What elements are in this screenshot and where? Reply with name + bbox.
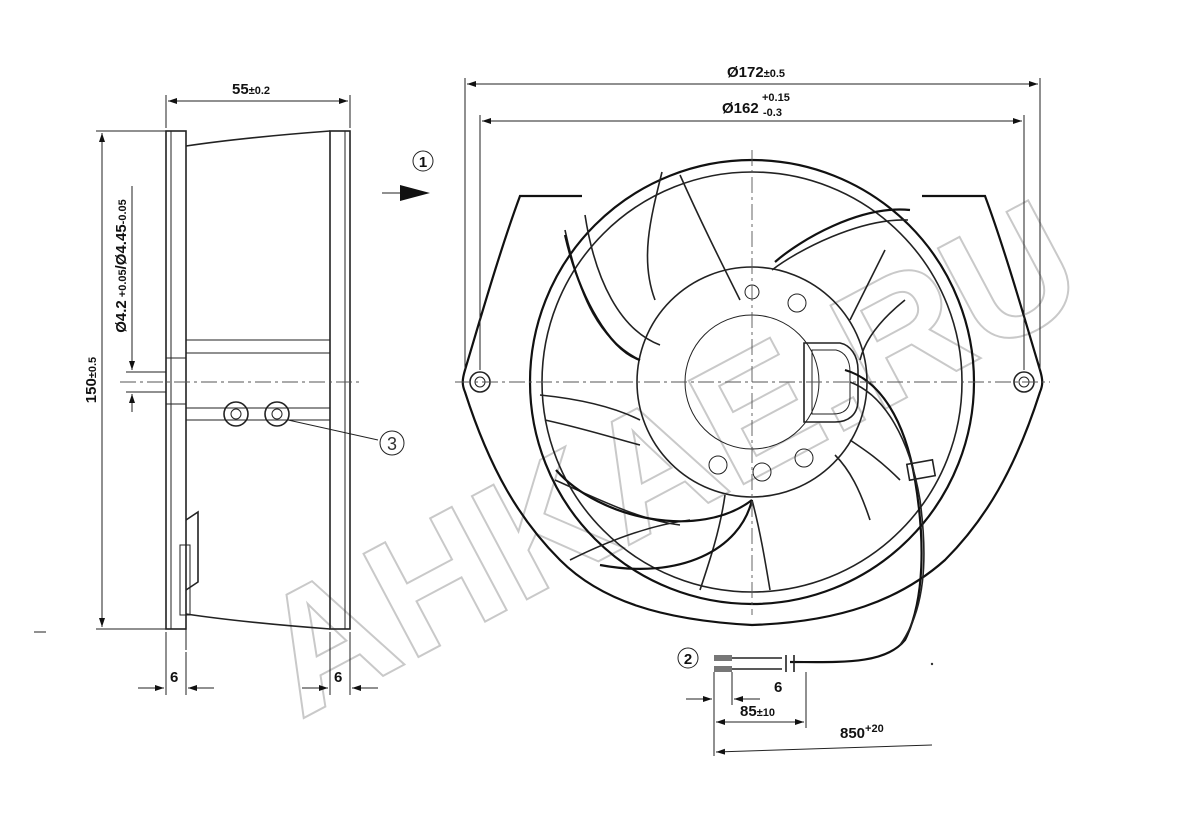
svg-text:1: 1 — [419, 154, 427, 171]
strut-bottom — [555, 469, 753, 523]
dim-hole-label: Ø4.2+0.05/Ø4.45-0.05 — [113, 199, 130, 333]
blade-5 — [699, 494, 771, 591]
blade-2 — [564, 214, 661, 361]
watermark: AHKAE.RU — [227, 163, 1110, 754]
cable-clip — [905, 458, 937, 482]
strut-left — [563, 234, 641, 362]
front-flange-outline — [461, 194, 1044, 627]
blade-6 — [834, 439, 901, 521]
side-flange-left — [165, 130, 187, 630]
side-clip — [185, 510, 199, 591]
dim-strip-label: 6 — [774, 679, 782, 696]
watermark-text: AHKAE.RU — [228, 164, 1109, 753]
dim-lead-total-label: 850+20 — [840, 723, 884, 742]
dim-flange-right-label: 6 — [334, 669, 342, 686]
terminal-left — [223, 401, 249, 427]
front-view: Ø172±0.5 Ø162 +0.15 -0.3 6 85±10 850+20 — [455, 64, 1050, 756]
terminal-box — [803, 342, 859, 423]
svg-text:3: 3 — [387, 434, 397, 454]
dim-width-label: 55±0.2 — [232, 81, 270, 98]
side-view: 55±0.2 150±0.5 Ø4.2+0.05/Ø4.45-0.05 6 6 — [34, 81, 378, 695]
side-housing-bottom — [185, 613, 331, 630]
side-housing-top — [185, 130, 331, 147]
dim-inner-label: Ø162 — [722, 100, 759, 117]
dim-inner-tol-up: +0.15 — [762, 92, 790, 104]
side-flange-right — [329, 130, 351, 630]
dim-flange-left-label: 6 — [170, 669, 178, 686]
dim-height-label: 150±0.5 — [83, 357, 100, 403]
callout-terminals: 3 — [287, 419, 405, 456]
dim-outer-label: Ø172±0.5 — [727, 64, 785, 81]
blade-3 — [539, 394, 641, 446]
svg-text:2: 2 — [684, 651, 692, 668]
dim-line-lead-total — [715, 744, 933, 755]
callout-airflow: 1 — [382, 150, 434, 201]
callout-leads: 2 — [677, 647, 699, 669]
strut-top — [774, 208, 911, 263]
lead-cable — [789, 368, 923, 664]
airflow-arrow-icon — [400, 185, 430, 201]
blade-7 — [849, 249, 906, 361]
terminal-right — [264, 401, 290, 427]
dim-lead-end-label: 85±10 — [740, 703, 775, 720]
blade-1 — [646, 171, 741, 301]
dim-inner-tol-dn: -0.3 — [763, 107, 782, 119]
